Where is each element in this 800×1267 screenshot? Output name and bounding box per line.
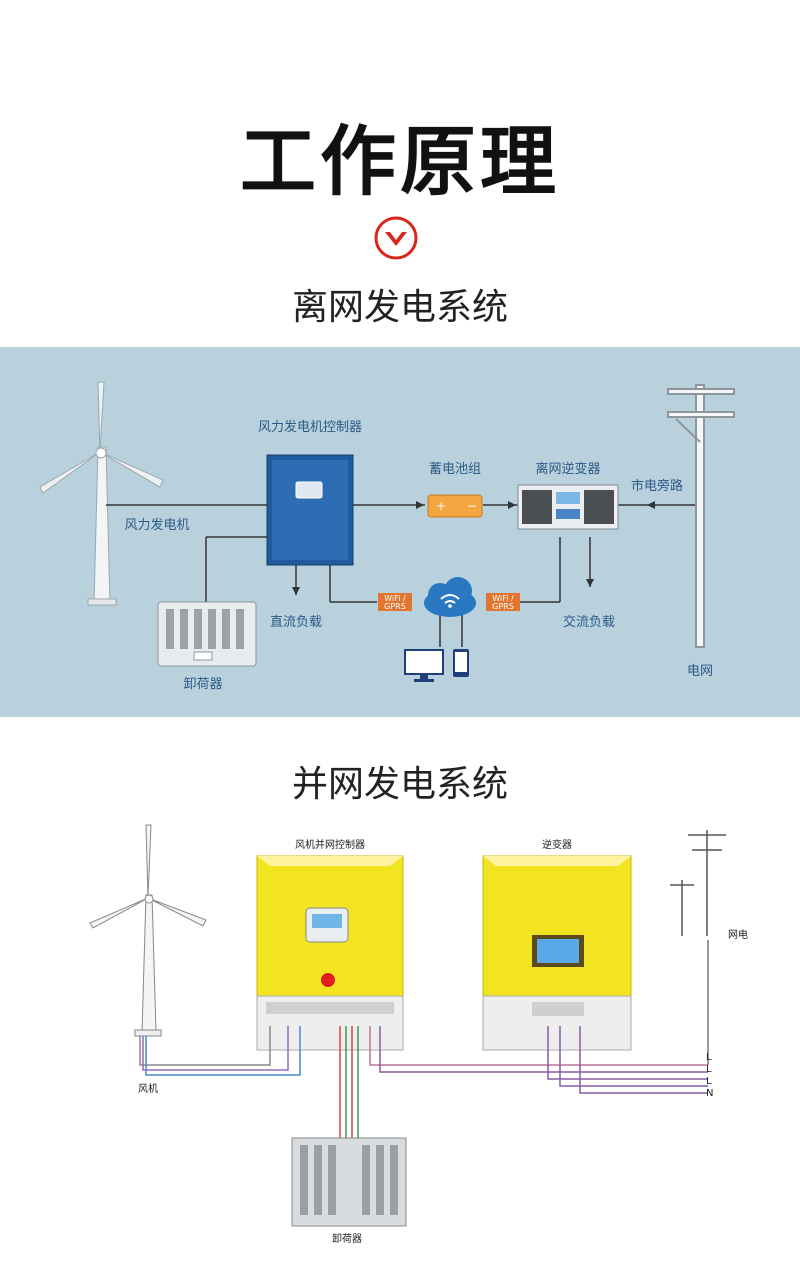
bypass-label: 市电旁路 xyxy=(631,478,683,494)
dc-load-label: 直流负载 xyxy=(270,615,322,630)
grid-controller-label: 风机并网控制器 xyxy=(295,838,365,851)
ongrid-diagram-panel: 风机并网控制器 逆变器 网电 风机 卸荷器 L L L N xyxy=(0,820,800,1267)
dump-load-label-2: 卸荷器 xyxy=(332,1232,362,1245)
wifi-gprs-tag-right: WiFi / GPRS xyxy=(486,593,520,611)
grid-power-label: 网电 xyxy=(728,928,748,941)
offgrid-section-title: 离网发电系统 xyxy=(291,287,508,328)
flow-arrows xyxy=(292,501,655,595)
controller-device xyxy=(266,454,354,566)
page-title: 工作原理 xyxy=(240,117,560,206)
phone-icon xyxy=(453,649,469,677)
line-l1-label: L xyxy=(706,1052,712,1063)
chevron-down-icon xyxy=(373,215,419,261)
svg-text:GPRS: GPRS xyxy=(492,602,514,611)
utility-pole-icon xyxy=(667,384,735,648)
grid-label: 电网 xyxy=(687,664,713,679)
line-l2-label: L xyxy=(706,1064,712,1075)
ongrid-section-title: 并网发电系统 xyxy=(291,764,508,805)
svg-text:WiFi /: WiFi / xyxy=(384,594,406,603)
cloud-wifi-icon xyxy=(424,577,476,617)
line-l3-label: L xyxy=(706,1076,712,1087)
inverter-label: 离网逆变器 xyxy=(535,461,600,477)
grid-inverter-device xyxy=(482,855,632,1051)
dump-load-label: 卸荷器 xyxy=(183,676,222,692)
ac-load-label: 交流负载 xyxy=(563,614,615,630)
offgrid-diagram: + − xyxy=(39,381,735,692)
turbine-label: 风力发电机 xyxy=(124,517,189,533)
battery-icon: + − xyxy=(427,494,483,518)
dump-load-icon-2 xyxy=(291,1137,407,1227)
grid-inverter-label: 逆变器 xyxy=(542,838,572,851)
offgrid-diagram-panel: + − xyxy=(0,347,800,717)
inverter-device xyxy=(517,484,619,530)
monitor-icon xyxy=(404,649,444,682)
line-n-label: N xyxy=(706,1088,713,1099)
wind-turbine-icon xyxy=(39,381,164,606)
svg-text:−: − xyxy=(467,499,477,513)
wind-turbine-icon-2 xyxy=(89,824,207,1037)
battery-label: 蓄电池组 xyxy=(429,462,481,477)
turbine-label-2: 风机 xyxy=(138,1082,158,1095)
dump-load-icon xyxy=(157,601,257,667)
offgrid-wires xyxy=(106,504,697,647)
grid-controller-device xyxy=(256,855,404,1051)
wifi-gprs-tag-left: WiFi / GPRS xyxy=(378,593,412,611)
controller-label: 风力发电机控制器 xyxy=(258,419,362,435)
svg-text:GPRS: GPRS xyxy=(384,602,406,611)
svg-text:WiFi /: WiFi / xyxy=(492,594,514,603)
utility-pole-icon-2 xyxy=(670,830,726,936)
ongrid-diagram: 风机并网控制器 逆变器 网电 风机 卸荷器 L L L N xyxy=(89,824,748,1245)
svg-text:+: + xyxy=(436,499,446,513)
